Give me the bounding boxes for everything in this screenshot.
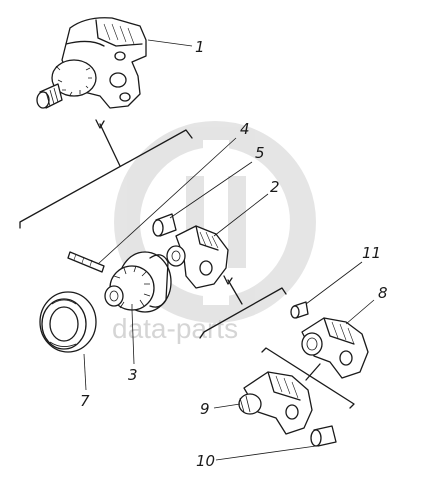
part-9-lower-yoke (238, 371, 313, 435)
callout-11: 11 (362, 244, 381, 262)
leader-8 (345, 299, 375, 325)
part-3-pinion-gear (104, 251, 172, 313)
callout-9: 9 (200, 400, 210, 418)
pinion-hub (104, 285, 124, 307)
roller-end (152, 219, 164, 237)
yoke-body (301, 317, 369, 379)
yoke-eye-right (339, 350, 353, 366)
housing-flange-line (65, 40, 105, 47)
bracket-eye-hole-left (171, 250, 181, 262)
bushing-end (310, 429, 322, 447)
bracket-lower-arrow (305, 363, 321, 381)
callouts: 1 4 5 2 11 8 3 7 9 10 (80, 38, 388, 470)
group-brackets (19, 119, 355, 409)
housing-top-edge (95, 19, 143, 47)
pinion-flange-edge (149, 254, 169, 308)
housing-hatching (103, 23, 135, 45)
yoke-edge (323, 317, 355, 345)
leader-11 (305, 261, 363, 305)
bracket-main-arrowhead (95, 119, 105, 129)
yoke-hatch (331, 321, 355, 345)
pinion-bore (109, 290, 119, 302)
bracket-yoke-arrowhead (223, 275, 233, 285)
leader-lines (83, 39, 375, 461)
shaft-splines (45, 87, 59, 107)
leader-9 (213, 403, 241, 409)
shaft-end (36, 91, 50, 109)
callout-2: 2 (270, 178, 280, 196)
bracket-yoke-arrow (227, 279, 243, 305)
bracket-main-group (19, 129, 193, 229)
bracket-hatch (199, 231, 219, 249)
lug-hole-3 (114, 51, 126, 61)
leader-7 (83, 353, 87, 391)
leader-5 (169, 161, 253, 219)
leader-3 (131, 309, 135, 365)
callout-5: 5 (255, 144, 265, 162)
part-11-small-pin (290, 301, 309, 319)
lug-hole-2 (119, 92, 131, 102)
lower-yoke-hatch (275, 375, 299, 399)
part-5-roller (152, 213, 177, 237)
callout-3: 3 (128, 366, 138, 384)
leader-1 (147, 39, 193, 47)
bracket-yoke-group (199, 287, 287, 339)
yoke-eye-hole-left (306, 337, 318, 351)
leader-10 (215, 445, 317, 461)
part-1-drive-assembly (36, 17, 147, 109)
part-10-bushing (310, 425, 337, 447)
small-pin-end (290, 305, 300, 319)
bracket-edge (195, 225, 219, 251)
gear-teeth (55, 65, 92, 96)
gear-ring (51, 59, 97, 97)
lug-hole-1 (109, 72, 127, 88)
part-4-pin (67, 251, 105, 273)
bracket-eye-right (199, 260, 213, 276)
watermark-ring (114, 121, 316, 323)
bracket-eye-left (166, 245, 186, 267)
bearing-inner (49, 306, 79, 342)
bearing-race-lines (49, 299, 77, 347)
watermark-text: data-parts (112, 313, 238, 344)
yoke-eye-left (301, 332, 323, 356)
callout-1: 1 (195, 38, 205, 56)
leader-4 (97, 137, 237, 265)
callout-4: 4 (240, 120, 250, 138)
part-2-fork-bracket (166, 225, 229, 289)
lower-yoke-eye-detail (239, 395, 251, 413)
pin-hatch (73, 253, 93, 267)
callout-7: 7 (80, 392, 90, 410)
watermark-bar-right (228, 176, 246, 268)
leader-2 (213, 193, 269, 237)
pin-body (67, 251, 105, 273)
part-8-yoke (301, 317, 369, 379)
lower-yoke-eye-right (285, 404, 299, 420)
bracket-main-arrow (99, 123, 121, 167)
lower-yoke-edge (267, 371, 301, 401)
callout-10: 10 (196, 452, 215, 470)
callout-8: 8 (378, 284, 388, 302)
part-7-bearing (39, 291, 97, 353)
